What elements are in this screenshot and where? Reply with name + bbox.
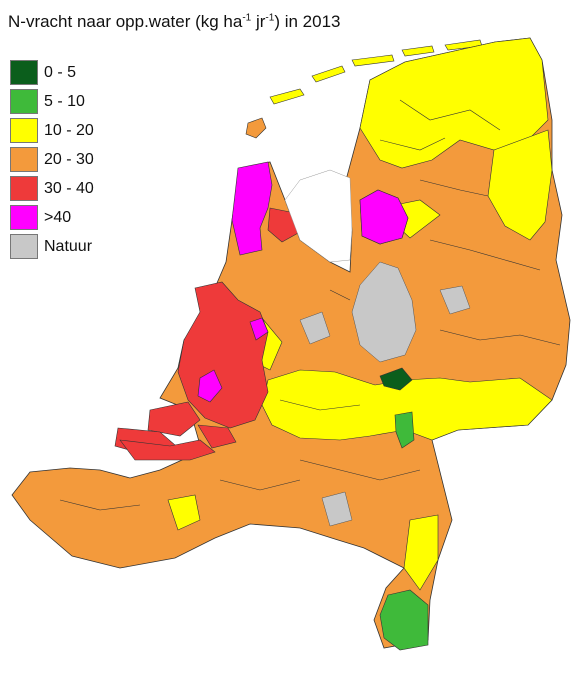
region-central-yellow bbox=[261, 369, 553, 441]
legend-item: Natuur bbox=[10, 232, 94, 261]
map-legend: 0 - 5 5 - 10 10 - 20 20 - 30 30 - 40 >40… bbox=[10, 58, 94, 261]
legend-label: 0 - 5 bbox=[44, 63, 77, 81]
title-prefix: N-vracht naar opp.water (kg ha bbox=[8, 12, 243, 31]
legend-label: 10 - 20 bbox=[44, 121, 94, 139]
veluwe-nature bbox=[351, 261, 417, 363]
legend-label: Natuur bbox=[44, 237, 93, 255]
legend-label: 30 - 40 bbox=[44, 179, 94, 197]
wadden-islands bbox=[245, 39, 483, 139]
map-title: N-vracht naar opp.water (kg ha-1 jr-1) i… bbox=[8, 12, 341, 32]
legend-item: 5 - 10 bbox=[10, 87, 94, 116]
legend-item: 20 - 30 bbox=[10, 145, 94, 174]
title-superscript-2: -1 bbox=[265, 12, 275, 24]
region-north-east bbox=[359, 37, 549, 169]
region-south-yellow bbox=[403, 514, 439, 591]
region-green-east bbox=[394, 411, 415, 449]
legend-item: 0 - 5 bbox=[10, 58, 94, 87]
region-westland-magenta bbox=[197, 369, 223, 403]
ijsselmeer bbox=[284, 169, 353, 263]
legend-item: 10 - 20 bbox=[10, 116, 94, 145]
legend-swatch bbox=[10, 205, 38, 230]
legend-swatch bbox=[10, 234, 38, 259]
legend-item: 30 - 40 bbox=[10, 174, 94, 203]
title-superscript-1: -1 bbox=[242, 12, 252, 24]
nature-small-3 bbox=[321, 491, 353, 527]
nature-small-1 bbox=[299, 311, 331, 345]
legend-swatch bbox=[10, 118, 38, 143]
region-dark-green bbox=[379, 367, 413, 391]
region-noord-holland-magenta bbox=[231, 161, 273, 256]
region-zeeland-red-1 bbox=[147, 401, 201, 437]
region-boundaries bbox=[59, 99, 561, 511]
region-utrecht-magenta bbox=[249, 317, 269, 341]
noordoostpolder-water-fix bbox=[359, 189, 409, 245]
region-drenthe bbox=[487, 129, 553, 241]
nature-small-2 bbox=[439, 285, 471, 315]
title-mid: jr bbox=[251, 12, 266, 31]
region-zeeland-yellow bbox=[167, 494, 201, 531]
title-suffix: ) in 2013 bbox=[274, 12, 341, 31]
legend-swatch bbox=[10, 147, 38, 172]
region-zeeland-red-3 bbox=[119, 439, 216, 461]
legend-label: >40 bbox=[44, 208, 72, 226]
region-zeeland-red-4 bbox=[197, 424, 237, 449]
legend-swatch bbox=[10, 176, 38, 201]
legend-swatch bbox=[10, 60, 38, 85]
legend-swatch bbox=[10, 89, 38, 114]
legend-label: 5 - 10 bbox=[44, 92, 85, 110]
legend-label: 20 - 30 bbox=[44, 150, 94, 168]
region-limburg-green bbox=[379, 589, 429, 651]
legend-item: >40 bbox=[10, 203, 94, 232]
